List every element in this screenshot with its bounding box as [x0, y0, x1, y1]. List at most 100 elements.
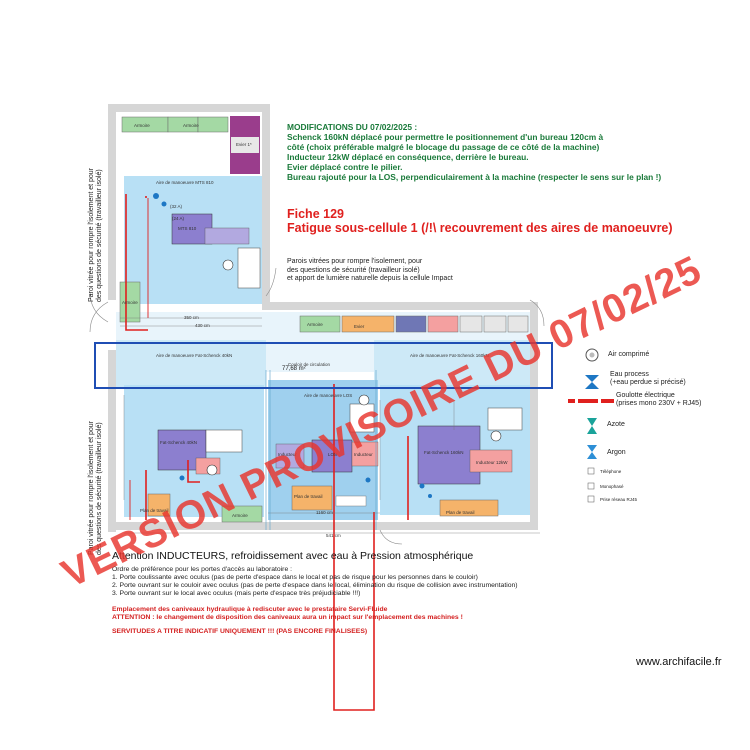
side-note-lower-1: Paroi vitrée pour rompre l'isolement et …: [88, 420, 95, 555]
legend-duct-line-2: (prises mono 230V + RJ45): [616, 400, 702, 407]
label-armoire-top2: Armoire: [183, 123, 199, 128]
legend-duct-line-1: Goulotte électrique: [616, 392, 675, 399]
los-inductor: [351, 441, 379, 467]
side-note-upper-1: Paroi vitrée pour rompre l'isolement et …: [88, 167, 95, 302]
evier-corridor: [341, 315, 395, 333]
lateral-maneuver-left: [116, 340, 266, 388]
side-note-upper-2: des questions de sécurité (travailleur i…: [96, 169, 103, 302]
plan-symbols: [153, 193, 432, 498]
label-los: LOS: [328, 452, 338, 457]
armoire-left: [119, 281, 141, 323]
modification-line-3: Inducteur 12kW déplacé en conséquence, d…: [287, 152, 529, 162]
modification-line-1: Schenck 160kN déplacé pour permettre le …: [287, 132, 604, 142]
dim-350: 350 cm: [184, 315, 199, 320]
servitudes-note: SERVITUDES A TITRE INDICATIF UNIQUEMENT …: [112, 627, 368, 635]
fiche-subtitle: Fatigue sous-cellule 1 (/!\ recouvrement…: [287, 221, 673, 235]
door-order-3: 3. Porte ouvrant sur le local avec oculu…: [112, 590, 361, 597]
schenck40-desk: [205, 429, 243, 453]
label-schenck40: Fat-Schenck 40kN: [160, 440, 198, 445]
label-lateral-left: Aire de manoeuvre Fat-Schenck 40kN: [156, 353, 233, 358]
schenck160-desk: [487, 407, 523, 431]
plan-travail-right: [439, 499, 499, 517]
modification-line-2: côté (choix préférable malgré le blocage…: [287, 142, 600, 152]
label-plan-left: Plan de travail: [140, 508, 169, 513]
schenck160-machine: [417, 425, 481, 485]
legend-duct-label: Goulotte électrique (prises mono 230V + …: [616, 392, 701, 408]
legend-argon-label: Argon: [607, 449, 626, 456]
legend-phone-label: Téléphone: [600, 469, 622, 474]
chairs: [206, 259, 502, 476]
unit-corridor-grey2: [483, 315, 507, 333]
legend-air-label: Air comprimé: [608, 351, 650, 358]
label-area: 77,68 m²: [282, 366, 306, 372]
legend-water-line-1: Eau process: [610, 371, 649, 378]
modifications-note: MODIFICATIONS DU 07/02/2025 : Schenck 16…: [287, 122, 717, 182]
fiche-title: Fiche 129 Fatigue sous-cellule 1 (/!\ re…: [287, 207, 673, 235]
los-inductor-left: [275, 443, 305, 469]
los-desk: [349, 403, 375, 433]
label-schenck160: Fat-Schenck 160kN: [424, 450, 464, 455]
glass-note-line-2: des questions de sécurité (travailleur i…: [287, 266, 420, 274]
dim-430: 430 cm: [195, 323, 210, 328]
glass-wall-note: Parois vitrées pour rompre l'isolement, …: [287, 258, 517, 284]
legend-nitrogen-label: Azote: [607, 421, 625, 428]
evier-top-label-bg: [231, 137, 259, 153]
door-order-1: 1. Porte coulissante avec oculus (pas de…: [112, 574, 478, 581]
lateral-maneuver-right: [374, 340, 530, 388]
label-mts: MTS 810: [178, 226, 197, 231]
plan-travail-los: [291, 485, 333, 511]
label-lateral-right: Aire de manoeuvre Fat-Schenck 160kN: [410, 353, 489, 358]
modification-line-5: Bureau rajouté pour la LOS, perpendicula…: [287, 172, 662, 182]
unit-corridor-pink: [427, 315, 459, 333]
label-inducteur12: Inducteur 12kW: [476, 460, 508, 465]
duct-thin: [129, 198, 149, 520]
electric-ducts: [125, 194, 409, 711]
attention-note: ATTENTION : le changement de disposition…: [112, 613, 463, 621]
label-mts-maneuver: Aire de manoeuvre MTS 810: [156, 180, 214, 185]
door-order-title: Ordre de préférence pour les portes d'ac…: [112, 566, 293, 573]
armoire-bottom-left: [221, 505, 263, 523]
unit-corridor-grey1: [459, 315, 483, 333]
label-air-24: (24 A): [172, 216, 185, 221]
dim-1160: 1160 cm: [316, 510, 333, 515]
legend-water-line-2: (+eau perdue si précisé): [610, 379, 686, 386]
walls: [108, 104, 538, 532]
label-armoire-corridor: Armoire: [307, 322, 323, 327]
los-machine: [311, 439, 353, 473]
label-armoire-left: Armoire: [122, 300, 138, 305]
modification-line-4: Evier déplacé contre le pilier.: [287, 162, 403, 172]
label-los-area: Aire de manoeuvre LOS: [304, 393, 353, 398]
legend-mono-label: Monophasé: [600, 484, 624, 489]
armoire-top-right: [197, 116, 229, 133]
corridor-highlight: [94, 342, 553, 389]
hydraulic-note: Emplacement des caniveaux hydraulique à …: [112, 606, 388, 613]
label-plan-right: Plan de travail: [446, 510, 475, 515]
label-armoire-top: Armoire: [134, 123, 150, 128]
modifications-title: MODIFICATIONS DU 07/02/2025 :: [287, 122, 418, 132]
dimension-lines: [120, 317, 540, 534]
glass-note-line-1: Parois vitrées pour rompre l'isolement, …: [287, 258, 423, 265]
mts-inductor: [204, 227, 250, 245]
legend-rj45-label: Prise réseau RJ45: [600, 497, 638, 502]
label-plan-los: Plan de travail: [294, 494, 323, 499]
label-corridor: Couloir de circulation: [288, 362, 331, 367]
door-order-note: Ordre de préférence pour les portes d'ac…: [112, 566, 542, 635]
label-armoire-bottom: Armoire: [232, 513, 248, 518]
label-evier-top: Evier 1*: [236, 142, 252, 147]
side-note-upper: Paroi vitrée pour rompre l'isolement et …: [88, 168, 104, 302]
legend-symbols: [568, 348, 614, 503]
label-evier-corridor: Evier: [354, 324, 365, 329]
fiche-number: Fiche 129: [287, 207, 344, 221]
glass-note-line-3: et apport de lumière naturelle depuis la…: [287, 275, 453, 282]
dim-541: 541 cm: [326, 533, 341, 538]
unit-corridor-grey3: [507, 315, 529, 333]
door-order-2: 2. Porte ouvrant sur le couloir avec ocu…: [112, 582, 518, 589]
plan-travail-left: [147, 493, 171, 517]
legend-water-label: Eau process (+eau perdue si précisé): [610, 371, 686, 387]
unit-corridor-blue: [395, 315, 427, 333]
glass-walls: [265, 370, 377, 530]
label-los-inductor: Inducteur: [354, 452, 373, 457]
label-air-32: (32 A): [170, 204, 183, 209]
mts-desk: [237, 247, 261, 289]
